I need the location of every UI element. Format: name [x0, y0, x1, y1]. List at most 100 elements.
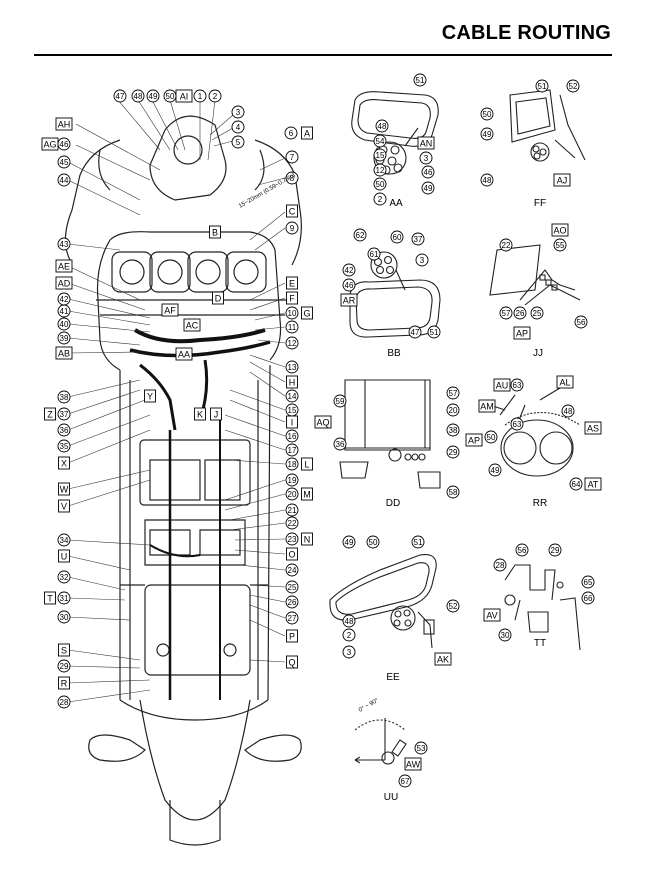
svg-text:49: 49 [149, 92, 158, 101]
detail-ff [509, 89, 586, 162]
svg-text:64: 64 [572, 480, 581, 489]
svg-text:10: 10 [288, 309, 297, 318]
main-callout-21: 21 [285, 503, 299, 517]
svg-text:46: 46 [424, 168, 433, 177]
svg-text:AE: AE [58, 262, 70, 272]
svg-text:56: 56 [577, 318, 586, 327]
main-callout-28: 28 [57, 695, 71, 709]
svg-text:13: 13 [288, 363, 297, 372]
svg-text:61: 61 [370, 250, 379, 259]
detail-aa-callout-50: 50 [373, 177, 387, 191]
svg-text:34: 34 [60, 536, 69, 545]
detail-jj-callout-ao: AO [551, 223, 569, 237]
svg-text:6: 6 [289, 129, 294, 138]
detail-rr-callout-49: 49 [488, 463, 502, 477]
main-callout-ab: AB [55, 346, 73, 360]
detail-bb [349, 251, 441, 338]
main-callout-15: 15 [285, 403, 299, 417]
svg-text:J: J [214, 410, 219, 420]
svg-text:67: 67 [401, 777, 410, 786]
main-callout-l: L [301, 457, 313, 471]
main-callout-23: 23 [285, 532, 299, 546]
svg-text:57: 57 [449, 389, 458, 398]
svg-text:16: 16 [288, 432, 297, 441]
svg-text:AP: AP [468, 436, 480, 446]
svg-text:C: C [289, 207, 296, 217]
main-callout-25: 25 [285, 580, 299, 594]
svg-text:51: 51 [416, 76, 425, 85]
detail-dd-callout-57: 57 [446, 386, 460, 400]
detail-uu [354, 718, 407, 765]
svg-text:47: 47 [116, 92, 125, 101]
svg-text:3: 3 [424, 154, 429, 163]
main-callout-35: 35 [57, 439, 71, 453]
svg-text:Y: Y [147, 392, 153, 402]
main-callout-4: 4 [231, 120, 245, 134]
main-callout-u: U [58, 549, 70, 563]
main-callout-v: V [58, 499, 70, 513]
svg-text:49: 49 [345, 538, 354, 547]
svg-text:Z: Z [47, 410, 53, 420]
svg-text:5: 5 [236, 138, 241, 147]
main-callout-48: 48 [131, 89, 145, 103]
main-callout-12: 12 [285, 336, 299, 350]
svg-text:51: 51 [430, 328, 439, 337]
detail-rr-callout-au: AU [493, 378, 511, 392]
main-callout-h: H [286, 375, 298, 389]
svg-text:AH: AH [58, 120, 71, 130]
detail-aa-callout-3: 3 [419, 151, 433, 165]
svg-text:AQ: AQ [316, 418, 329, 428]
svg-text:3: 3 [236, 108, 241, 117]
detail-jj-callout-55: 55 [553, 238, 567, 252]
detail-aa-callout-46: 46 [421, 165, 435, 179]
detail-ee [329, 553, 437, 649]
svg-text:R: R [61, 679, 68, 689]
svg-text:30: 30 [501, 631, 510, 640]
svg-text:65: 65 [584, 578, 593, 587]
svg-text:35: 35 [60, 442, 69, 451]
svg-text:2: 2 [347, 631, 352, 640]
svg-text:1: 1 [198, 92, 203, 101]
main-callout-49: 49 [146, 89, 160, 103]
detail-ff-caption: FF [534, 198, 546, 209]
svg-text:15: 15 [376, 151, 385, 160]
svg-text:25: 25 [288, 583, 297, 592]
detail-ff-callout-51: 51 [535, 79, 549, 93]
main-callout-q: Q [286, 655, 298, 669]
svg-text:36: 36 [336, 440, 345, 449]
detail-rr-callout-at: AT [584, 477, 602, 491]
svg-text:50: 50 [483, 110, 492, 119]
svg-text:S: S [61, 646, 67, 656]
svg-text:20: 20 [449, 406, 458, 415]
main-callout-20: 20 [285, 487, 299, 501]
svg-text:AM: AM [480, 402, 494, 412]
svg-text:26: 26 [288, 598, 297, 607]
svg-text:43: 43 [60, 240, 69, 249]
main-callout-1: 1 [193, 89, 207, 103]
main-callout-o: O [286, 547, 298, 561]
svg-text:57: 57 [502, 309, 511, 318]
svg-text:AA: AA [178, 350, 190, 360]
svg-text:AP: AP [516, 329, 528, 339]
dimension-note: 15~20mm (0.59~0.79in) [238, 173, 296, 210]
svg-text:45: 45 [60, 158, 69, 167]
svg-text:3: 3 [347, 648, 352, 657]
detail-aa-callout-49: 49 [421, 181, 435, 195]
detail-uu-callout-67: 67 [398, 774, 412, 788]
detail-bb-callout-ar: AR [340, 293, 358, 307]
svg-text:AF: AF [164, 306, 176, 316]
svg-text:47: 47 [411, 328, 420, 337]
detail-aa-callout-12: 12 [373, 163, 387, 177]
leader-lines [67, 99, 286, 703]
main-callout-ag: AG [41, 137, 59, 151]
main-callout-22: 22 [285, 516, 299, 530]
svg-text:58: 58 [449, 488, 458, 497]
svg-text:30: 30 [60, 613, 69, 622]
svg-text:49: 49 [483, 130, 492, 139]
svg-text:54: 54 [376, 137, 385, 146]
svg-text:18: 18 [288, 460, 297, 469]
svg-text:12: 12 [376, 166, 385, 175]
